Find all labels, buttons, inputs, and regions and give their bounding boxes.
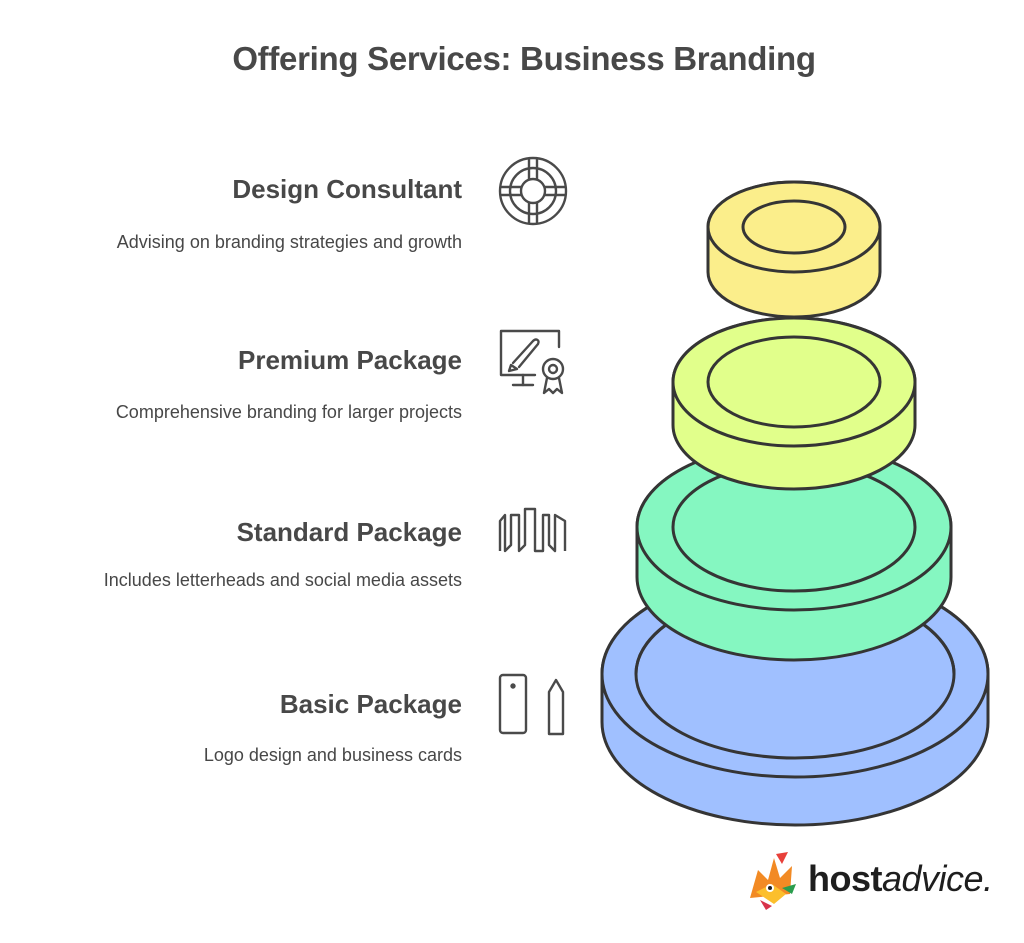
logo-bold-text: host	[808, 858, 883, 899]
ring-premium-package	[671, 316, 917, 491]
tier-description-premium-package: Comprehensive branding for larger projec…	[115, 402, 462, 422]
tier-heading-design-consultant: Design Consultant	[232, 174, 462, 204]
tier-heading-premium-package: Premium Package	[237, 345, 462, 375]
tier-description-standard-package: Includes letterheads and social media as…	[103, 570, 462, 590]
target-icon	[498, 156, 568, 226]
logo-light-text: advice.	[882, 858, 993, 899]
ring-design-consultant	[706, 180, 882, 319]
hostadvice-logo: hostadvice.	[808, 858, 993, 900]
ring-top-face	[671, 316, 917, 448]
page-title: Offering Services: Business Branding	[232, 40, 816, 77]
ring-top-face	[706, 180, 882, 274]
tier-description-basic-package: Logo design and business cards	[203, 745, 462, 765]
tier-description-design-consultant: Advising on branding strategies and grow…	[116, 232, 462, 252]
card-pen-icon	[498, 673, 565, 736]
hostadvice-logo-mascot-icon	[750, 852, 796, 910]
design-award-icon	[499, 329, 565, 395]
tier-heading-standard-package: Standard Package	[236, 517, 462, 547]
tier-heading-basic-package: Basic Package	[279, 689, 462, 719]
wave-pattern-icon	[498, 507, 567, 553]
